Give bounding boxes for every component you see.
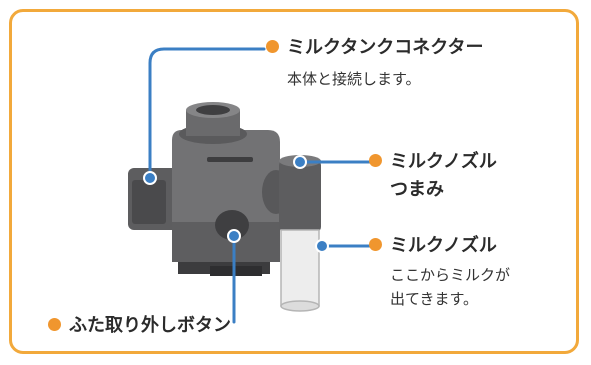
milk-nozzle-desc-line1: ここからミルクが — [390, 266, 511, 284]
lid-release-button — [215, 210, 249, 240]
connector-face — [132, 180, 166, 224]
bullet-dot — [48, 317, 61, 331]
nozzle-knob-cap — [279, 160, 321, 232]
tank-connector-desc: 本体と接続します。 — [287, 70, 421, 88]
bullet-dot — [266, 39, 279, 53]
nozzle-knob-label-line2: つまみ — [390, 179, 444, 200]
milk-nozzle-label: ミルクノズル — [369, 234, 497, 258]
leader-end-milk-nozzle — [315, 239, 329, 253]
tank-connector-label: ミルクタンクコネクター — [266, 36, 484, 60]
milk-nozzle-desc-line2: 出てきます。 — [390, 290, 479, 308]
leader-end-lid-release — [227, 229, 241, 243]
bullet-dot — [369, 237, 382, 251]
body-slot — [207, 157, 253, 162]
top-cap-hole — [196, 105, 230, 115]
milk-nozzle-tube — [280, 229, 320, 307]
milk-nozzle-tip — [280, 300, 320, 312]
nozzle-knob-label: ミルクノズル — [369, 150, 497, 174]
bullet-dot — [369, 153, 382, 167]
leader-end-nozzle-knob — [293, 155, 307, 169]
device-foot — [210, 266, 262, 276]
lid-release-label: ふた取り外しボタン — [48, 314, 231, 338]
leader-tank-connector — [148, 47, 266, 180]
leader-end-tank-connector — [143, 171, 157, 185]
